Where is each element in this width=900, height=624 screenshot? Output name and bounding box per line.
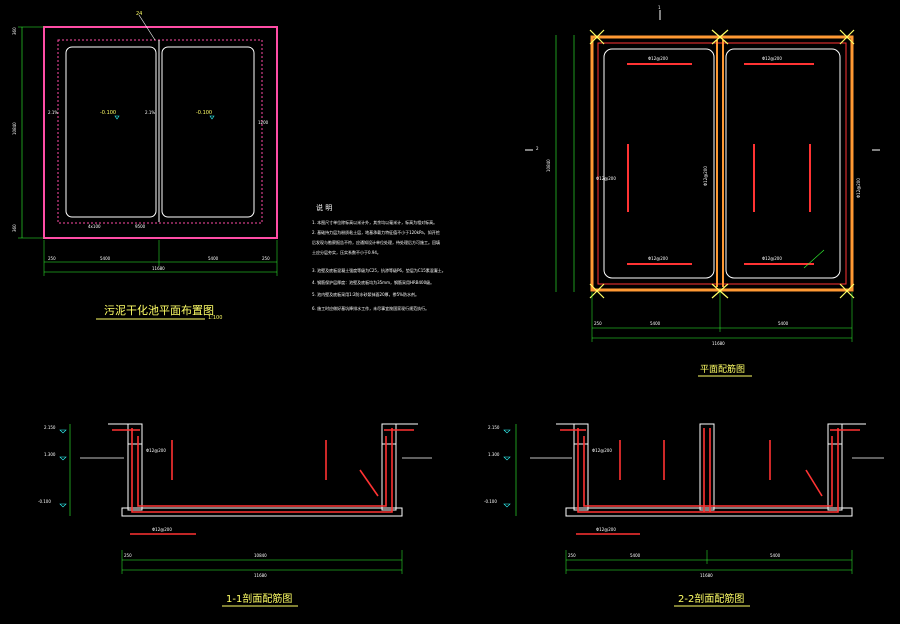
- s11-elev-mid-sym: [59, 456, 67, 461]
- note-1200: 1200: [258, 120, 269, 125]
- s22-elev-mid-sym: [503, 456, 511, 461]
- s11-rebar-wall-label: Φ12@200: [146, 448, 166, 453]
- plan-layout: 24 -0.100 -0.100 2.1% 2.1% 1200 4x100 95…: [12, 11, 278, 321]
- rebar-label-right: Φ12@200: [856, 178, 861, 198]
- cell-right: [161, 46, 255, 218]
- s22-dim-left: 5400: [630, 553, 641, 558]
- s22-slab: [565, 507, 853, 517]
- dim-total: 11680: [152, 266, 165, 271]
- rebar-dim-edge: 250: [594, 321, 602, 326]
- note-line-6: 4. 钢筋保护层厚度：池壁及底板均为35mm，钢筋采用HRB400级。: [312, 279, 434, 285]
- rebar-bars: [627, 63, 814, 265]
- callout-leader: [138, 14, 156, 41]
- rebar-label-bot-1: Φ12@200: [648, 256, 668, 261]
- s11-elev-bot-sym: [59, 503, 67, 508]
- note-line-1: 1. 本图尺寸单位除标高以米计外，其余均以毫米计，标高为相对标高。: [312, 219, 437, 225]
- s11-rebar: [112, 428, 414, 535]
- s22-wall-mid: [699, 423, 715, 511]
- note-line-8: 6. 施工时应做好基坑降排水工作，未尽事宜按国家现行规范执行。: [312, 305, 429, 311]
- slope-left: 2.1%: [48, 110, 58, 115]
- section-2-2: 2.150 1.300 -0.100 Φ12@200 Φ12@200 250 5…: [484, 423, 884, 607]
- elev-symbol-left: [114, 115, 120, 120]
- note-line-7: 5. 池内壁及底板采用1:2防水砂浆抹面20厚，掺5%防水剂。: [312, 291, 419, 297]
- s22-wall-right: [827, 423, 843, 511]
- s22-elev-bot-sym: [503, 503, 511, 508]
- elev-symbol-right: [209, 115, 215, 120]
- inner-dashed-wall: [57, 39, 263, 224]
- notes-block: 说 明 1. 本图尺寸单位除标高以米计外，其余均以毫米计，标高为相对标高。 2.…: [312, 203, 446, 311]
- s11-dim-main: 10840: [254, 553, 267, 558]
- callout-label: 24: [136, 11, 142, 17]
- rebar-dim-left: 5400: [650, 321, 661, 326]
- s22-rebar-wall-label: Φ12@200: [592, 448, 612, 453]
- s22-wall-cap-right: [828, 423, 866, 445]
- section-label-2: 2: [536, 146, 539, 151]
- rebar-diagonal: [803, 249, 825, 269]
- s22-dim-right: 5400: [770, 553, 781, 558]
- note-line-4: 土应分层夯实，压实系数不小于0.94。: [312, 249, 381, 255]
- s22-rebar: [560, 428, 860, 535]
- rebar-dim-total: 11680: [712, 341, 725, 346]
- slope-right: 2.1%: [145, 110, 155, 115]
- s11-wall-cap-left: [108, 423, 143, 445]
- s11-dim-edge: 250: [124, 553, 132, 558]
- s11-title: 1-1剖面配筋图: [226, 592, 292, 605]
- dim-right: 5400: [208, 256, 219, 261]
- rebar-label-mid: Φ12@200: [703, 166, 708, 186]
- s11-elev-top-sym: [59, 429, 67, 434]
- s22-elev-mid: 1.300: [488, 452, 500, 457]
- dim-v-top: 360: [12, 27, 17, 35]
- rebar-label-left: Φ12@200: [596, 176, 616, 181]
- rebar-corner-marks: [589, 29, 855, 299]
- rebar-label-top-2: Φ12@200: [762, 56, 782, 61]
- s11-slab: [121, 507, 403, 517]
- rebar-cell-left: [603, 48, 715, 279]
- dim-edge-right: 250: [262, 256, 270, 261]
- s11-elev-top: 2.150: [44, 425, 56, 430]
- note-9500: 9500: [135, 224, 146, 229]
- elev-left-cell: -0.100: [100, 110, 116, 116]
- plan-rebar-title: 平面配筋图: [700, 363, 745, 375]
- s22-title: 2-2剖面配筋图: [678, 592, 744, 605]
- s11-elev-mid: 1.300: [44, 452, 56, 457]
- plan-layout-title: 污泥干化池平面布置图: [104, 303, 214, 317]
- s11-rebar-slab-label: Φ12@200: [152, 527, 172, 532]
- dim-edge-left: 250: [48, 256, 56, 261]
- section-label-1: 1: [658, 5, 661, 10]
- elev-right-cell: -0.100: [196, 110, 212, 116]
- cell-left: [65, 46, 157, 218]
- rebar-dim-v-label: 10840: [546, 159, 551, 172]
- s11-wall-right: [381, 423, 397, 511]
- outer-wall: [43, 26, 278, 239]
- notes-heading: 说 明: [316, 203, 332, 212]
- s22-wall-cap-left: [556, 423, 589, 445]
- dim-v-total: 10840: [12, 122, 17, 135]
- rebar-label-top-1: Φ12@200: [648, 56, 668, 61]
- note-line-2: 2. 基础持力层为粉质粘土层，地基承载力特征值不小于120kPa，如开挖: [312, 229, 440, 235]
- s11-wall-cap-right: [382, 423, 418, 445]
- plan-layout-scale: 1:100: [208, 315, 222, 321]
- note-line-3: 后发现与勘察报告不符，应通知设计单位处理，待处理后方可施工。回填: [312, 239, 440, 245]
- s22-rebar-slab-label: Φ12@200: [596, 527, 616, 532]
- rebar-dim-right: 5400: [778, 321, 789, 326]
- s22-elev-top: 2.150: [488, 425, 500, 430]
- rebar-cell-right: [725, 48, 841, 279]
- s22-wall-left: [573, 423, 589, 511]
- s11-dim-total: 11680: [254, 573, 267, 578]
- rebar-label-bot-2: Φ12@200: [762, 256, 782, 261]
- section-1-1: 2.150 1.300 -0.100 Φ12@200 Φ12@200 250 1…: [38, 423, 432, 607]
- s11-wall-left: [127, 423, 143, 511]
- s22-elev-top-sym: [503, 429, 511, 434]
- dim-left: 5400: [100, 256, 111, 261]
- s22-dim-edge: 250: [568, 553, 576, 558]
- note-line-5: 3. 池壁及底板混凝土强度等级为C25，抗渗等级P6，垫层为C15素混凝土。: [312, 267, 446, 273]
- plan-rebar: Φ12@200 Φ12@200 Φ12@200 Φ12@200 Φ12@200 …: [525, 5, 880, 377]
- s11-elev-bot: -0.100: [38, 499, 51, 504]
- dim-v-bot: 360: [12, 224, 17, 232]
- s22-elev-bot: -0.100: [484, 499, 497, 504]
- note-4x100: 4x100: [88, 224, 101, 229]
- s22-dim-total: 11680: [700, 573, 713, 578]
